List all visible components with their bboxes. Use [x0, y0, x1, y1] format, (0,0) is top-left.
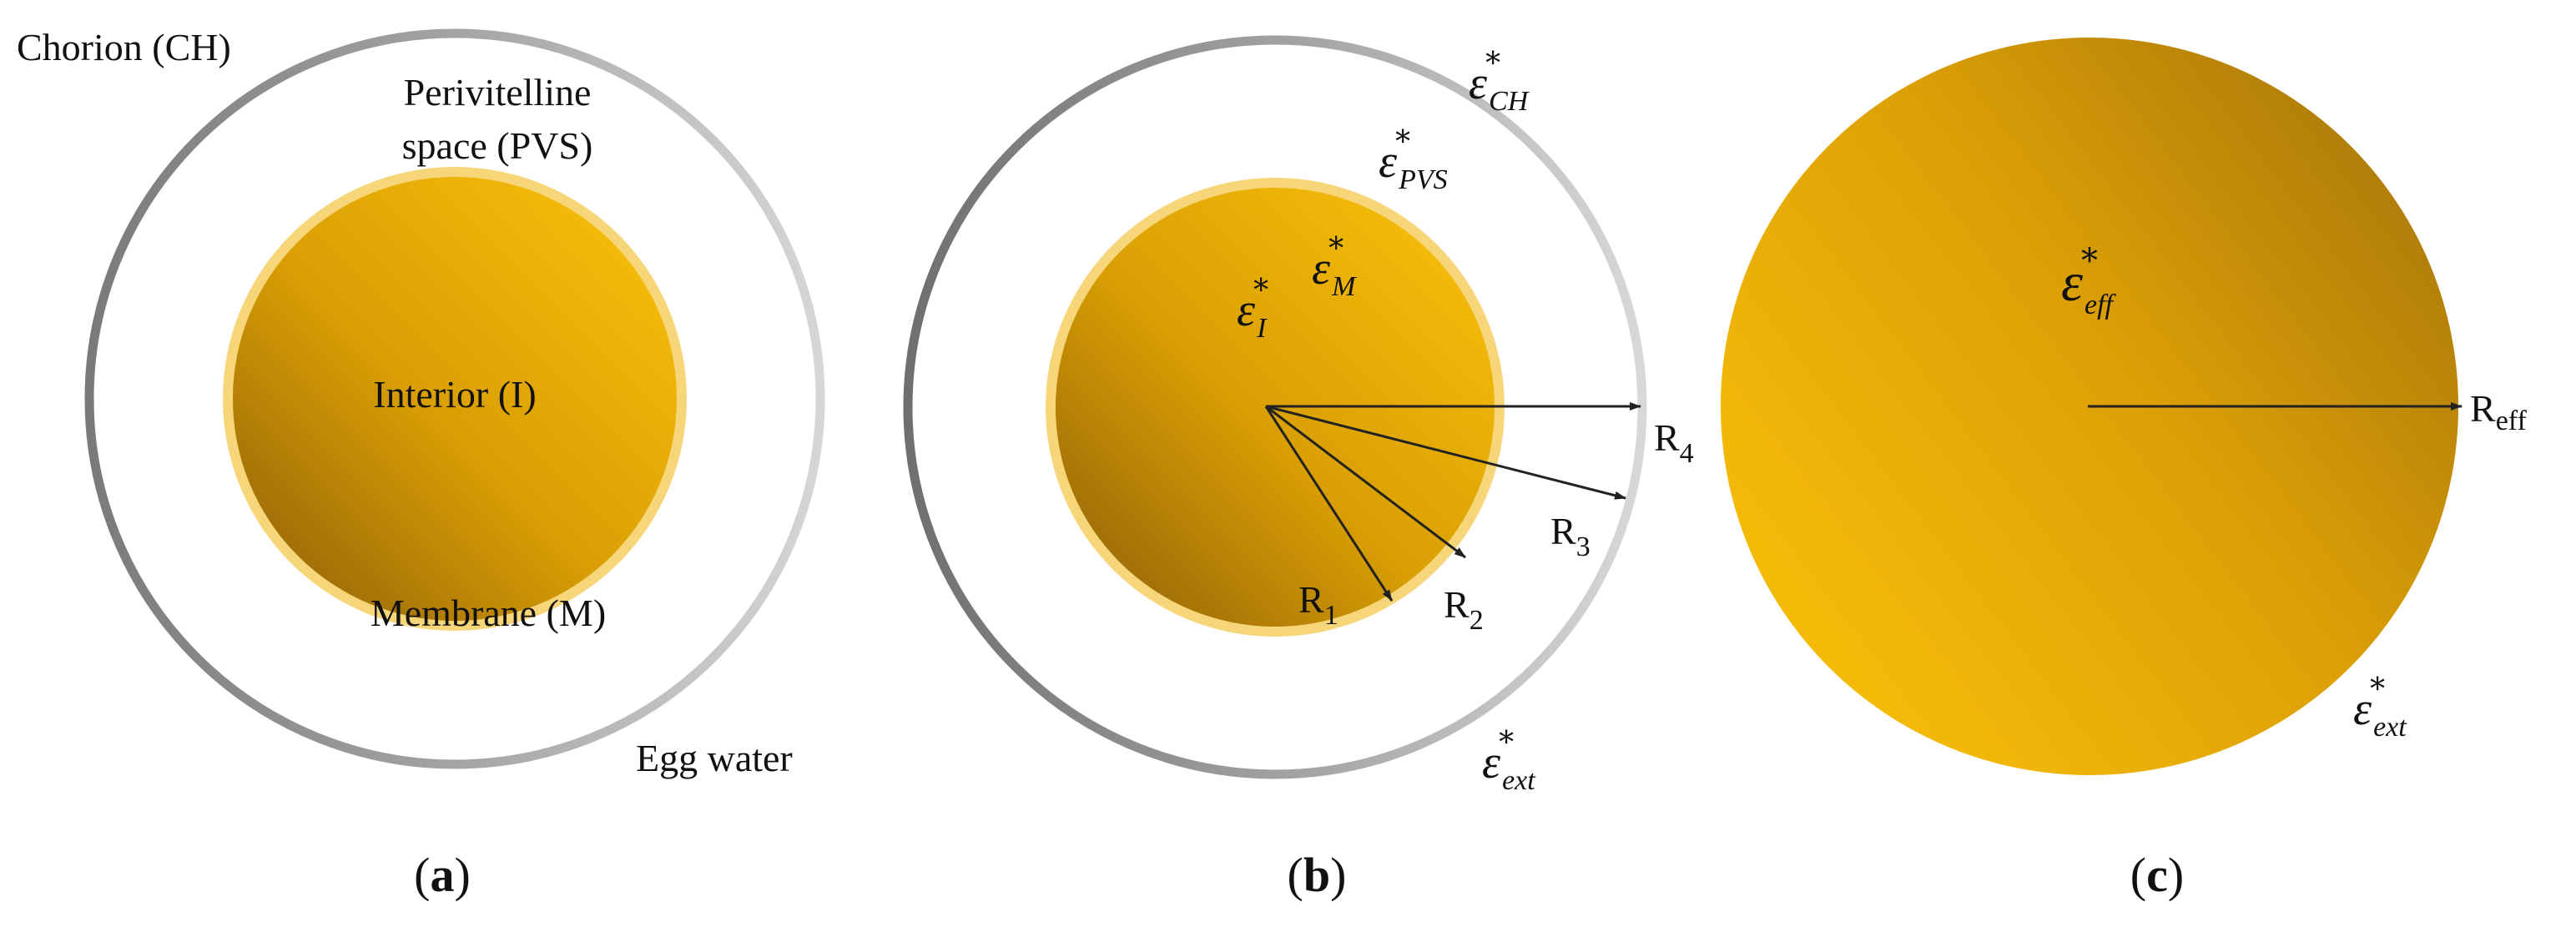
interior-label: Interior (I)	[373, 373, 536, 416]
panel-b: ε*CH ε*PVS ε*M ε*I ε*ext R1 R2 R3 R4 (b)	[903, 35, 1694, 902]
panel-c: ε*eff ε*ext Reff (c)	[1721, 38, 2527, 902]
chorion-label: Chorion (CH)	[17, 26, 231, 68]
caption-b-letter: b	[1303, 848, 1330, 902]
caption-a-letter: a	[431, 848, 455, 902]
caption-c: (c)	[2130, 848, 2184, 902]
panel-a: Chorion (CH) Perivitelline space (PVS) I…	[17, 26, 825, 902]
eps-ch-label: ε*CH	[1469, 47, 1530, 117]
eps-ext-label-c: ε*ext	[2353, 673, 2407, 743]
pvs-label-line2: space (PVS)	[402, 124, 593, 167]
membrane-label: Membrane (M)	[371, 592, 606, 634]
eps-ext-label-b: ε*ext	[1482, 726, 1536, 796]
pvs-label-line1: Perivitelline	[404, 71, 592, 113]
caption-b: (b)	[1288, 848, 1347, 902]
r1-label: R1	[1298, 578, 1338, 631]
r2-label: R2	[1444, 583, 1484, 636]
chorion-ring-a	[84, 28, 825, 769]
r4-label: R4	[1654, 416, 1694, 469]
caption-c-letter: c	[2146, 848, 2168, 902]
arrow-r2	[1265, 405, 1466, 559]
interior-circle-a	[233, 177, 677, 621]
egg-water-label: Egg water	[636, 737, 793, 779]
arrow-r3	[1265, 405, 1626, 500]
r-eff-label: Reff	[2470, 387, 2527, 436]
caption-a: (a)	[414, 848, 471, 902]
eps-m-label: ε*M	[1312, 232, 1357, 302]
r3-label: R3	[1550, 510, 1590, 562]
chorion-ring-b	[903, 35, 1647, 779]
arrow-r1	[1264, 406, 1394, 602]
eps-pvs-label: ε*PVS	[1379, 125, 1448, 195]
eps-i-label: ε*I	[1237, 274, 1268, 344]
eps-eff-label: ε*eff	[2061, 242, 2117, 320]
